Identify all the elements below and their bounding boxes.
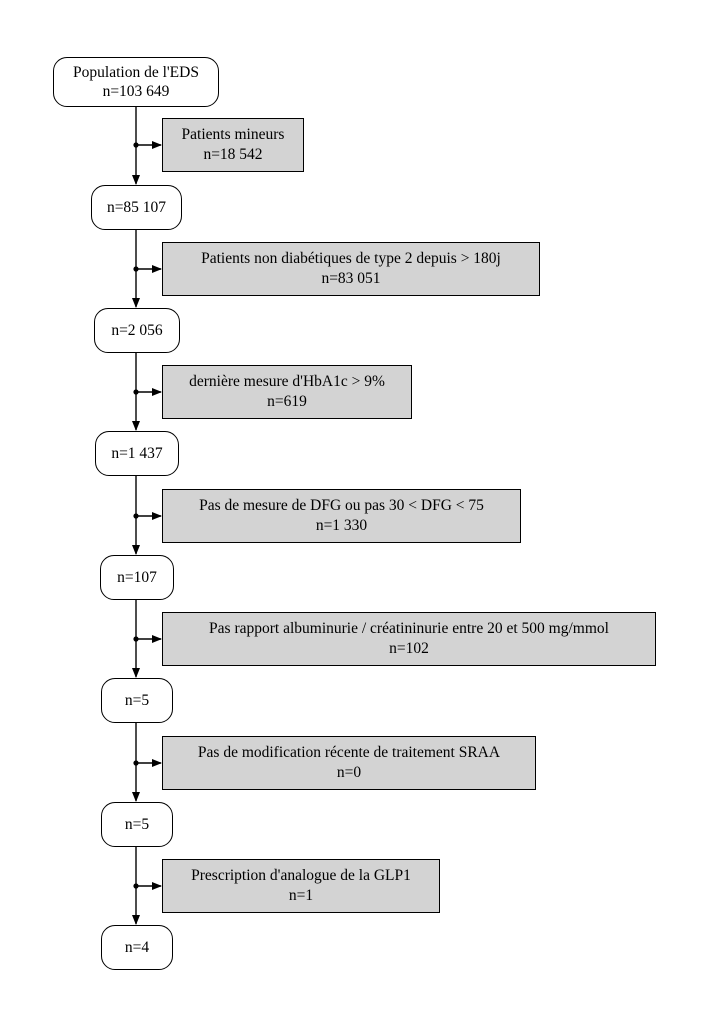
exclusion-label: Patients mineurs [181, 126, 285, 143]
population-node-count: n=103 649 [102, 83, 170, 100]
exclusion-box-glp1: Prescription d'analogue de la GLP1 n=1 [162, 859, 440, 913]
population-node-final: n=4 [101, 925, 173, 970]
exclusion-label: Pas rapport albuminurie / créatininurie … [209, 620, 609, 637]
branch-point-4 [133, 513, 139, 519]
exclusion-count: n=102 [389, 640, 429, 657]
branch-point-5 [133, 636, 139, 642]
exclusion-box-sraa: Pas de modification récente de traitemen… [162, 736, 536, 790]
branch-point-2 [133, 266, 139, 272]
exclusion-box-albuminuria: Pas rapport albuminurie / créatininurie … [162, 612, 656, 666]
exclusion-label: Patients non diabétiques de type 2 depui… [201, 250, 501, 267]
population-node-count: n=85 107 [106, 199, 167, 216]
population-node-after-albuminuria: n=5 [101, 678, 173, 723]
population-node-count: n=2 056 [111, 322, 163, 339]
branch-point-6 [133, 760, 139, 766]
population-node-after-diabetes: n=2 056 [94, 308, 180, 353]
exclusion-label: Prescription d'analogue de la GLP1 [191, 867, 411, 884]
exclusion-box-non-diabetic: Patients non diabétiques de type 2 depui… [162, 242, 540, 296]
population-node-count: n=4 [124, 939, 150, 956]
population-node-after-hba1c: n=1 437 [95, 431, 179, 476]
branch-point-3 [133, 389, 139, 395]
exclusion-count: n=83 051 [321, 270, 381, 287]
exclusion-label: dernière mesure d'HbA1c > 9% [189, 373, 385, 390]
population-node-eds: Population de l'EDS n=103 649 [53, 57, 219, 107]
exclusion-box-minors: Patients mineurs n=18 542 [162, 118, 304, 172]
exclusion-box-dfg: Pas de mesure de DFG ou pas 30 < DFG < 7… [162, 489, 521, 543]
exclusion-label: Pas de modification récente de traitemen… [197, 744, 501, 761]
population-node-count: n=1 437 [111, 445, 163, 462]
branch-point-7 [133, 883, 139, 889]
population-node-label: Population de l'EDS [73, 64, 199, 81]
exclusion-count: n=619 [267, 393, 307, 410]
exclusion-count: n=1 330 [315, 517, 368, 534]
population-node-after-minors: n=85 107 [91, 185, 182, 230]
population-node-after-sraa: n=5 [101, 802, 173, 847]
population-node-count: n=5 [124, 692, 150, 709]
population-node-count: n=107 [117, 569, 157, 586]
exclusion-box-hba1c: dernière mesure d'HbA1c > 9% n=619 [162, 365, 412, 419]
exclusion-count: n=0 [336, 764, 362, 781]
exclusion-count: n=1 [288, 887, 314, 904]
population-node-count: n=5 [124, 816, 150, 833]
exclusion-label: Pas de mesure de DFG ou pas 30 < DFG < 7… [199, 497, 484, 514]
exclusion-count: n=18 542 [203, 146, 263, 163]
branch-point-1 [133, 142, 139, 148]
population-node-after-dfg: n=107 [100, 555, 174, 600]
